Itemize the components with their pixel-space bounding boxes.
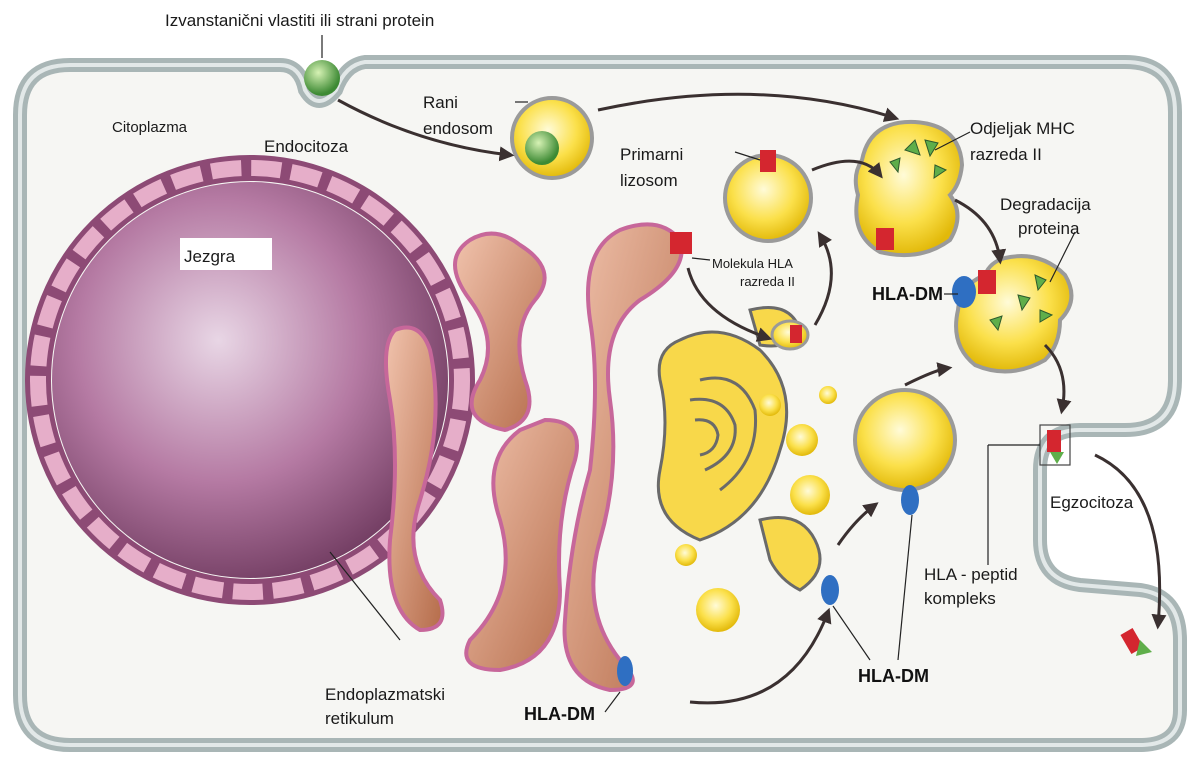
label-hla-dm-middle: HLA-DM <box>858 666 929 686</box>
label-hla-molecule-1: Molekula HLA <box>712 256 793 271</box>
foreign-protein <box>304 60 340 96</box>
label-exocytosis: Egzocitoza <box>1050 493 1134 512</box>
label-endocytosis: Endocitoza <box>264 137 349 156</box>
label-er-2: retikulum <box>325 709 394 728</box>
mhc-class-ii-compartment <box>856 122 962 255</box>
hla-class-ii-er <box>670 232 692 254</box>
label-primary-lysosome-2: lizosom <box>620 171 678 190</box>
label-mhc-compartment-2: razreda II <box>970 145 1042 164</box>
label-hla-peptide-2: kompleks <box>924 589 996 608</box>
label-early-endosome-1: Rani <box>423 93 458 112</box>
label-hla-molecule-2: razreda II <box>740 274 795 289</box>
label-hla-dm-top: HLA-DM <box>872 284 943 304</box>
label-cytoplasm: Citoplazma <box>112 119 188 136</box>
label-foreign-protein: Izvanstanični vlastiti ili strani protei… <box>165 11 434 30</box>
label-degradation-2: proteina <box>1018 219 1080 238</box>
label-hla-dm-bottom: HLA-DM <box>524 704 595 724</box>
hla-dm-er-marker <box>617 656 633 686</box>
label-primary-lysosome-1: Primarni <box>620 145 683 164</box>
label-degradation-1: Degradacija <box>1000 195 1091 214</box>
label-hla-peptide-1: HLA - peptid <box>924 565 1018 584</box>
label-early-endosome-2: endosom <box>423 119 493 138</box>
label-er-1: Endoplazmatski <box>325 685 445 704</box>
early-endosome <box>512 98 592 178</box>
hla-dm-golgi-marker <box>821 575 839 605</box>
label-nucleus: Jezgra <box>184 247 236 266</box>
transport-vesicle <box>772 321 808 349</box>
label-mhc-compartment-1: Odjeljak MHC <box>970 119 1075 138</box>
